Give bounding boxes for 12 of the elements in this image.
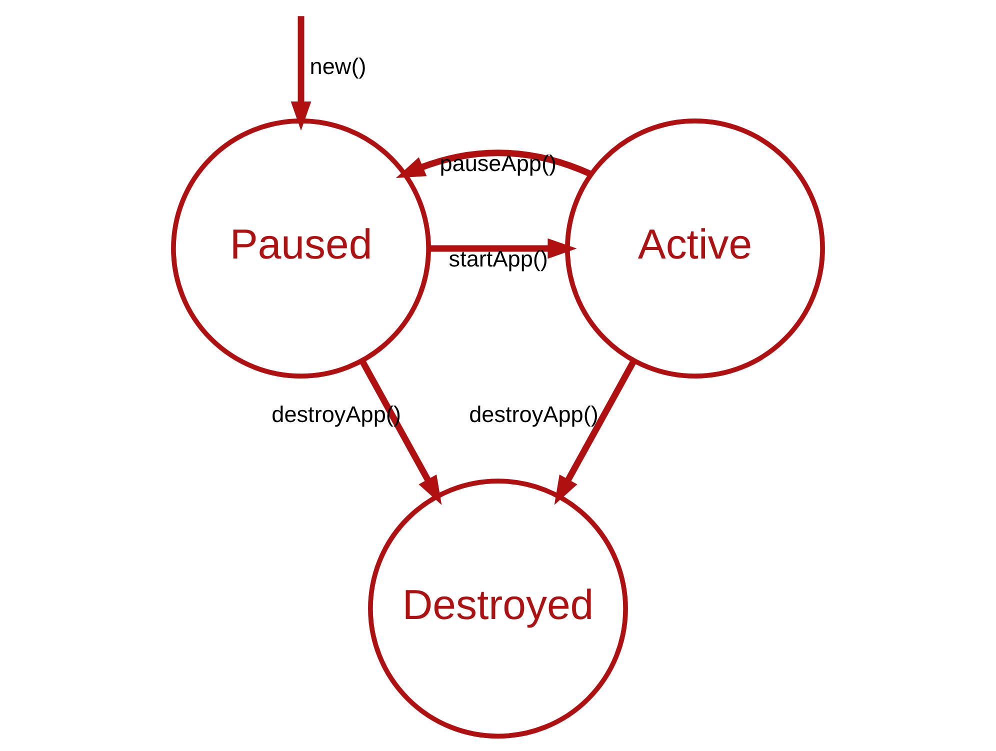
node-circle: Active (565, 118, 825, 378)
edge-label: destroyApp() (469, 402, 598, 428)
arrow (428, 238, 577, 259)
node-circle: Destroyed (368, 478, 628, 739)
node-circle: Paused (171, 118, 431, 378)
edge-label: startApp() (448, 246, 548, 272)
arrow (290, 16, 312, 131)
edge-label: pauseApp() (440, 150, 557, 176)
arrow (359, 359, 442, 505)
edge-label: new() (310, 54, 366, 79)
arrow (396, 150, 592, 178)
arrow (554, 359, 637, 505)
